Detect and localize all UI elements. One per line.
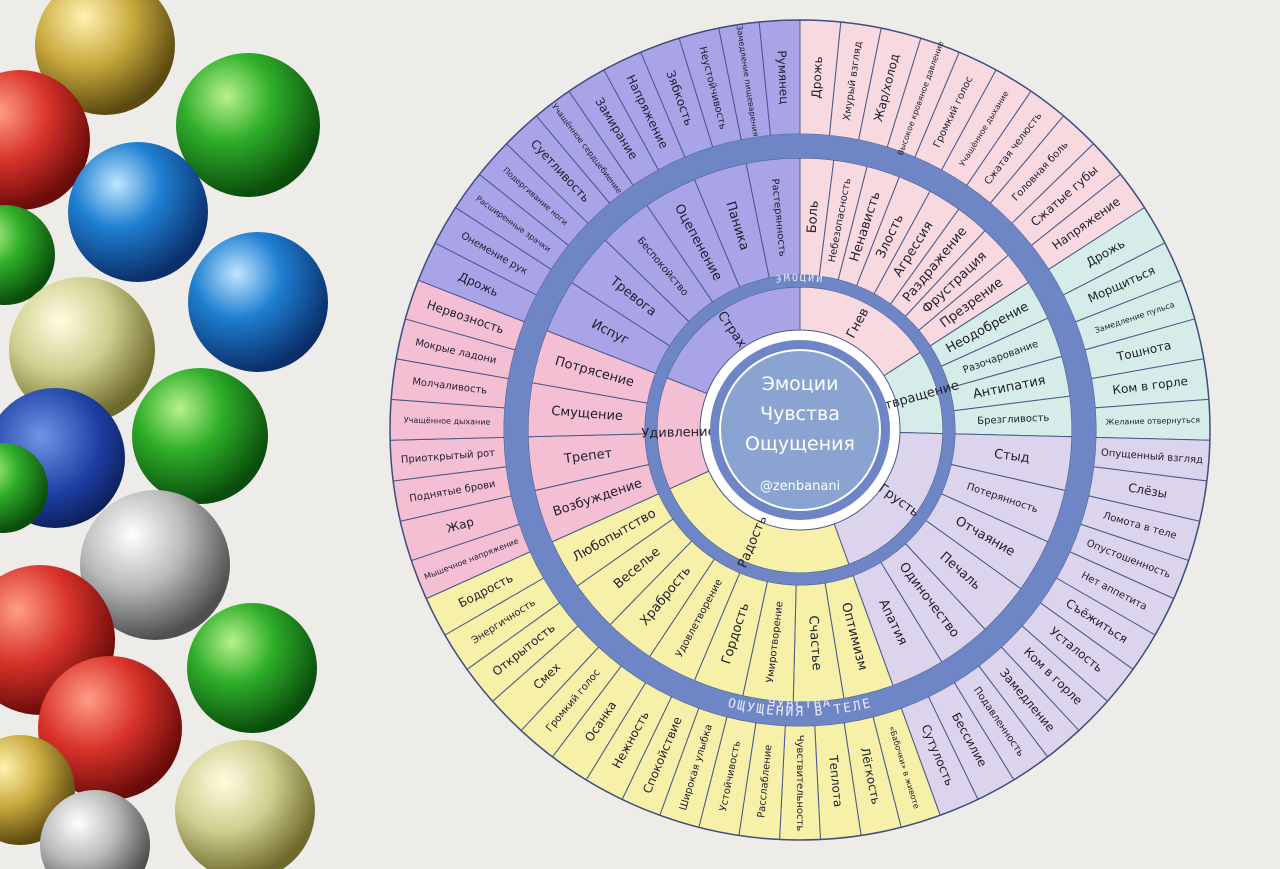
sensation-label-слёзы: Слёзы (1127, 480, 1168, 501)
ring-label-emotions-text: ЭМОЦИИ (775, 273, 823, 286)
sensation-label-учащённое-дыхание: Учащённое дыхание (404, 416, 491, 427)
sensation-label-теплота: Теплота (826, 754, 845, 808)
author-handle: @zenbanani (760, 479, 840, 494)
feeling-label-брезгливость: Брезгливость (977, 413, 1050, 428)
outer-rim (389, 19, 1211, 841)
feeling-label-стыд: Стыд (993, 447, 1031, 466)
center-line-sensations: Ощущения (745, 433, 855, 455)
center-disc (719, 349, 881, 511)
sensation-label-дрожь: Дрожь (809, 56, 825, 99)
ring-label-feelings-text: ЧУВСТВА (767, 695, 830, 711)
center-line-feelings: Чувства (760, 403, 840, 425)
wheel-center: Эмоции Чувства Ощущения @zenbanani (710, 340, 890, 520)
sensation-label-желание-отвернуться: Желание отвернуться (1106, 416, 1201, 427)
emotion-label-surprise: Удивление (641, 425, 716, 442)
ring-label-feelings: ЧУВСТВА (767, 695, 832, 711)
feeling-label-счастье: Счастье (805, 615, 824, 671)
feeling-label-трепет: Трепет (562, 446, 613, 467)
sensation-label-чувствительность: Чувствительность (794, 735, 805, 832)
ring-label-emotions: ЭМОЦИИ (775, 273, 825, 286)
feeling-label-смущение: Смущение (551, 404, 624, 424)
feeling-label-боль: Боль (805, 200, 822, 234)
center-line-emotions: Эмоции (762, 373, 839, 395)
sensation-label-румянец: Румянец (775, 50, 792, 105)
emotion-segment-fear (666, 286, 801, 395)
